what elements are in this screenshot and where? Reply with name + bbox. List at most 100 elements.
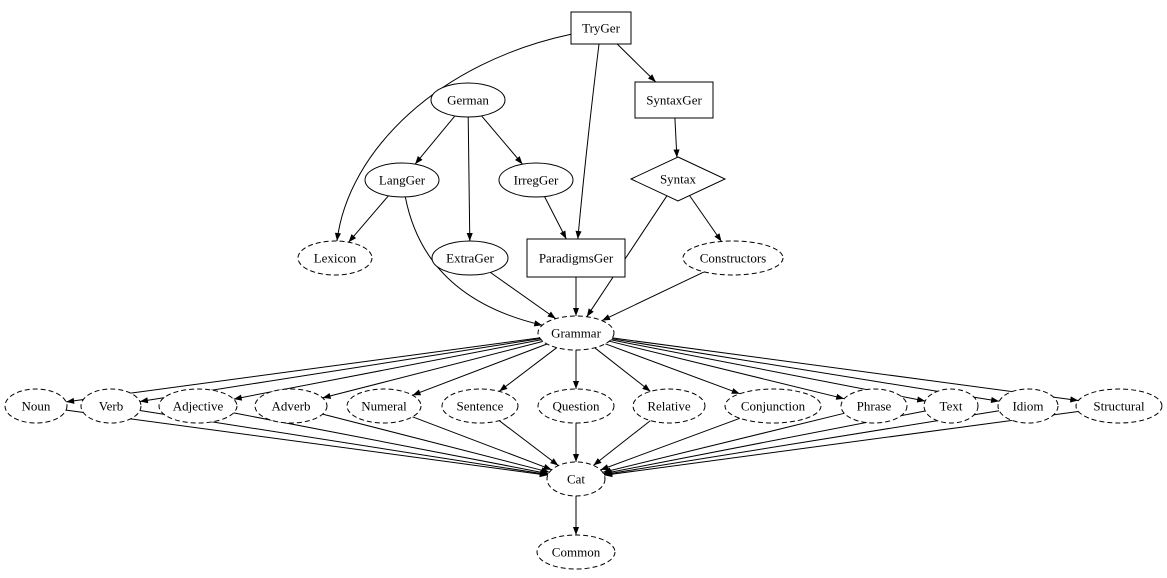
diamond-shape [629, 156, 727, 202]
ellipse-shape [682, 240, 784, 276]
node-Idiom: Idiom [997, 388, 1059, 424]
edge-Sentence-Cat [498, 420, 559, 466]
node-Grammar: Grammar [537, 315, 615, 351]
ellipse-shape [724, 388, 822, 424]
node-SyntaxGer: SyntaxGer [634, 81, 714, 119]
ellipse-shape [537, 315, 615, 351]
edge-Syntax-Grammar [586, 195, 668, 317]
node-label: Adjective [173, 398, 224, 413]
node-label: Text [940, 398, 963, 413]
node-Phrase: Phrase [840, 388, 908, 424]
ellipse-shape [997, 388, 1059, 424]
node-IrregGer: IrregGer [498, 162, 574, 198]
node-Common: Common [536, 534, 616, 570]
edge-Relative-Cat [593, 420, 651, 466]
node-label: Grammar [551, 325, 601, 340]
box-shape [570, 11, 632, 45]
box-shape [526, 238, 626, 278]
node-label: Phrase [857, 398, 892, 413]
node-label: TryGer [582, 20, 620, 35]
node-label: ParadigmsGer [539, 250, 614, 265]
box-shape [634, 81, 714, 119]
node-label: Numeral [361, 398, 407, 413]
ellipse-shape [346, 388, 422, 424]
node-label: ExtraGer [446, 250, 494, 265]
node-German: German [430, 82, 506, 118]
ellipse-shape [1075, 388, 1163, 424]
ellipse-shape [498, 162, 574, 198]
node-Sentence: Sentence [441, 388, 519, 424]
edge-Grammar-Numeral [412, 343, 548, 396]
edge-TryGer-Lexicon [334, 33, 572, 242]
edge-Grammar-Noun [66, 337, 540, 404]
node-Verb: Verb [80, 388, 142, 424]
node-ParadigmsGer: ParadigmsGer [526, 238, 626, 278]
edge-German-IrregGer [481, 115, 523, 165]
edge-LangGer-Lexicon [348, 195, 389, 243]
node-Noun: Noun [4, 388, 68, 424]
node-Cat: Cat [546, 461, 606, 497]
edge-Adjective-Cat [233, 412, 549, 476]
node-label: Syntax [660, 171, 697, 186]
node-Constructors: Constructors [682, 240, 784, 276]
node-label: Idiom [1012, 398, 1043, 413]
node-label: Structural [1093, 398, 1145, 413]
node-label: LangGer [379, 172, 426, 187]
node-Numeral: Numeral [346, 388, 422, 424]
node-Structural: Structural [1075, 388, 1163, 424]
ellipse-shape [536, 534, 616, 570]
edge-SyntaxGer-Syntax [673, 117, 680, 158]
node-Text: Text [923, 388, 979, 424]
node-label: German [447, 92, 489, 107]
node-label: Verb [99, 398, 124, 413]
node-label: Noun [22, 398, 51, 413]
edge-LangGer-Grammar [404, 196, 543, 327]
edge-Numeral-Cat [412, 416, 552, 471]
edge-Grammar-Structural [612, 337, 1079, 403]
node-label: IrregGer [514, 172, 559, 187]
node-label: SyntaxGer [646, 92, 702, 107]
edge-Idiom-Cat [603, 410, 1000, 477]
edge-Grammar-Phrase [609, 340, 845, 400]
edge-Structural-Cat [604, 411, 1079, 478]
node-label: Question [553, 398, 600, 413]
ellipse-shape [430, 82, 506, 118]
node-Conjunction: Conjunction [724, 388, 822, 424]
edge-German-ExtraGer [466, 116, 473, 242]
edge-Grammar-Adverb [322, 340, 544, 399]
edge-ExtraGer-Grammar [490, 271, 556, 320]
edge-TryGer-SyntaxGer [616, 43, 657, 83]
ellipse-shape [441, 388, 519, 424]
ellipse-shape [537, 388, 615, 424]
ellipse-shape [4, 388, 68, 424]
node-Adjective: Adjective [158, 388, 238, 424]
edge-TryGer-ParadigmsGer [575, 43, 600, 240]
node-label: Constructors [700, 250, 766, 265]
node-Lexicon: Lexicon [297, 240, 373, 276]
edge-IrregGer-ParadigmsGer [544, 196, 567, 240]
ellipse-shape [297, 240, 373, 276]
edge-Grammar-Conjunction [605, 343, 740, 395]
edge-Syntax-Constructors [689, 195, 722, 242]
node-Relative: Relative [632, 388, 706, 424]
edge-Constructors-Grammar [601, 271, 705, 322]
ellipse-shape [80, 388, 142, 424]
node-Question: Question [537, 388, 615, 424]
node-TryGer: TryGer [570, 11, 632, 45]
ellipse-shape [364, 162, 440, 198]
ellipse-shape [254, 388, 328, 424]
ellipse-shape [158, 388, 238, 424]
ellipse-shape [632, 388, 706, 424]
ellipse-shape [840, 388, 908, 424]
node-label: Conjunction [741, 398, 806, 413]
ellipse-shape [923, 388, 979, 424]
edges-layer [66, 33, 1079, 535]
edge-Noun-Cat [66, 409, 548, 478]
node-label: Relative [647, 398, 691, 413]
node-Syntax: Syntax [629, 156, 727, 202]
edge-Adverb-Cat [322, 413, 550, 474]
node-Adverb: Adverb [254, 388, 328, 424]
node-ExtraGer: ExtraGer [431, 240, 509, 276]
